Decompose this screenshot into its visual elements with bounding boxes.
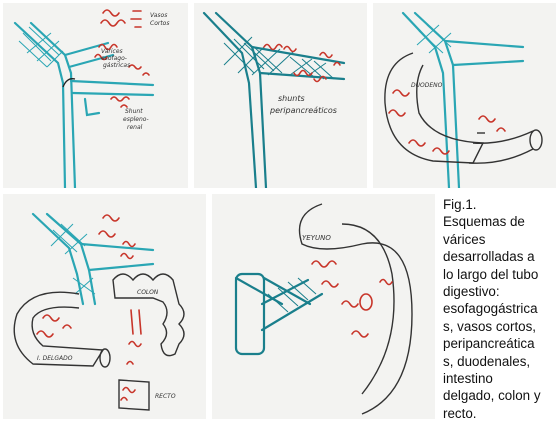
- label-vasos-cortos-line2: Cortos: [150, 20, 169, 27]
- panel-peripancreatic-shunts: shunts peripancreáticos: [194, 3, 367, 188]
- panel-3-drawing: DUODENO: [384, 11, 543, 188]
- panel-jejunal-varices: YEYUNO: [212, 194, 435, 419]
- caption-line: lo largo del tubo: [443, 266, 539, 282]
- caption-line: digestivo:: [443, 284, 500, 300]
- caption-line: esofagogástrica: [443, 301, 538, 317]
- panel-esophagogastric-varices: Vasos Cortos Várices esofago- gástricas …: [3, 3, 188, 188]
- label-colon: COLON: [137, 289, 159, 296]
- caption-line: recto.: [443, 405, 477, 421]
- panel-duodenal-varices: DUODENO: [373, 3, 556, 188]
- panel-5-drawing: YEYUNO: [234, 203, 413, 415]
- caption-line: desarrolladas a: [443, 249, 535, 265]
- caption-line: Fig.1.: [443, 197, 477, 212]
- label-vasos-cortos-line1: Vasos: [150, 12, 167, 19]
- caption-line: delgado, colon y: [443, 388, 541, 404]
- label-peripancreaticos: peripancreáticos: [269, 106, 337, 115]
- label-varices-line2: esofago-: [101, 55, 127, 62]
- figure-caption: Fig.1. Esquemas de várices desarrolladas…: [443, 196, 555, 422]
- label-recto: RECTO: [155, 393, 176, 400]
- label-shunt-line1: Shunt: [125, 108, 143, 115]
- flow-arrow-icon: [62, 78, 76, 88]
- caption-line: intestino: [443, 371, 493, 387]
- label-varices-line1: Várices: [101, 48, 123, 55]
- caption-line: s, duodenales,: [443, 353, 531, 369]
- label-shunt-line2: espleno-: [123, 116, 149, 123]
- caption-line: várices: [443, 231, 486, 247]
- label-yeyuno: YEYUNO: [302, 234, 331, 242]
- panel-2-drawing: shunts peripancreáticos: [202, 11, 346, 188]
- label-shunt-line3: renal: [127, 124, 143, 131]
- caption-line: s, vasos cortos,: [443, 318, 537, 334]
- panel-1-drawing: Vasos Cortos Várices esofago- gástricas …: [13, 9, 169, 188]
- label-varices-line3: gástricas: [103, 62, 130, 69]
- caption-line: Esquemas de: [443, 214, 525, 230]
- panel-4-drawing: COLON I. DELGADO RECTO: [13, 212, 185, 411]
- caption-line: peripancreática: [443, 336, 535, 352]
- label-duodeno: DUODENO: [411, 82, 443, 89]
- label-intestino-delgado: I. DELGADO: [37, 355, 73, 362]
- label-shunts: shunts: [278, 94, 305, 103]
- panel-intestine-colon-rectum: COLON I. DELGADO RECTO: [3, 194, 206, 419]
